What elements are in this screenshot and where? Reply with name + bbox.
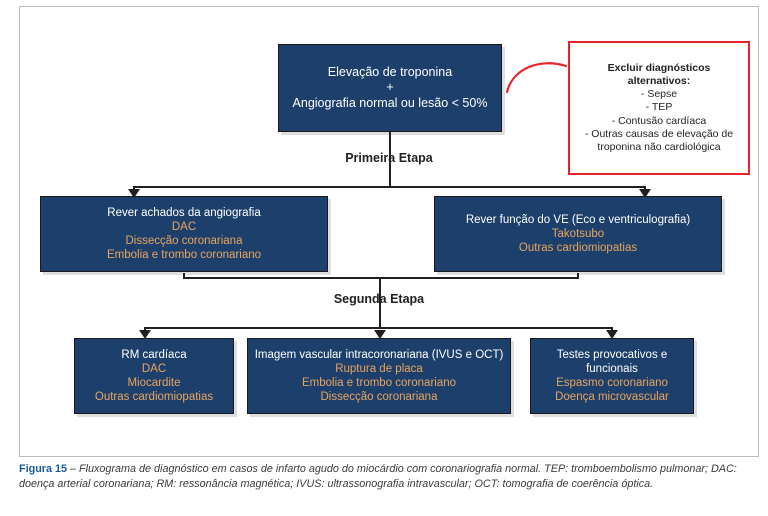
box-rever-funcao-ve-sub-1: Outras cardiomiopatias: [518, 242, 638, 254]
box-rever-angiografia: Rever achados da angiografia DAC Dissecç…: [40, 196, 328, 272]
box-rever-funcao-ve-header: Rever função do VE (Eco e ventriculograf…: [465, 213, 691, 226]
stage2-drop-left: [144, 327, 146, 331]
start-box-line3: Angiografia normal ou lesão < 50%: [292, 95, 488, 110]
caption-body: Fluxograma de diagnóstico em casos de in…: [19, 463, 737, 491]
box-imagem-vascular: Imagem vascular intracoronariana (IVUS e…: [247, 338, 511, 414]
stage2-trunk-line: [379, 277, 381, 328]
stage1-left-drop: [133, 186, 135, 190]
stage-label-first: Primeira Etapa: [345, 151, 433, 165]
stage2-right-arrow-icon: [606, 330, 618, 339]
box-rever-funcao-ve: Rever função do VE (Eco e ventriculograf…: [434, 196, 722, 272]
stage1-left-arrow-icon: [128, 189, 140, 198]
exclusion-item-0: - Sepse: [640, 88, 678, 101]
box-testes-provocativos-sub-0: Espasmo coronariano: [556, 377, 668, 389]
stage1-right-drop: [644, 186, 646, 190]
figure-caption: Figura 15 – Fluxograma de diagnóstico em…: [19, 462, 759, 493]
box-rever-angiografia-sub-1: Dissecção coronariana: [125, 235, 243, 247]
exclusion-item-3: - Outras causas de elevação de: [584, 127, 734, 140]
figure-number: Figura 15: [19, 463, 68, 475]
exclusion-box: Excluir diagnósticos alternativos: - Sep…: [568, 41, 750, 175]
box-rever-angiografia-sub-2: Embolia e trombo coronariano: [106, 249, 262, 262]
stage2-distribution-bar: [144, 327, 612, 329]
stage2-left-riser: [183, 273, 185, 279]
start-box-line1: Elevação de troponina: [327, 65, 453, 80]
stage-label-second: Segunda Etapa: [333, 292, 425, 306]
box-testes-provocativos: Testes provocativos e funcionais Espasmo…: [530, 338, 694, 414]
stage2-collector-bar: [183, 277, 579, 279]
box-imagem-vascular-sub-0: Ruptura de placa: [335, 362, 423, 375]
box-testes-provocativos-header2: funcionais: [586, 362, 638, 375]
box-imagem-vascular-header: Imagem vascular intracoronariana (IVUS e…: [254, 348, 504, 361]
box-rm-cardiaca-header: RM cardíaca: [121, 348, 187, 361]
box-imagem-vascular-sub-2: Dissecção coronariana: [320, 391, 438, 404]
stage1-trunk-line: [389, 132, 391, 187]
stage1-distribution-bar: [133, 186, 645, 188]
exclusion-title-line2: alternativos:: [627, 74, 691, 87]
start-box-line2: +: [386, 80, 394, 95]
stage2-center-arrow-icon: [374, 330, 386, 339]
box-rm-cardiaca-sub-2: Outras cardiomiopatias: [94, 391, 214, 404]
box-rm-cardiaca-sub-0: DAC: [141, 362, 167, 375]
exclusion-item-2: - Contusão cardíaca: [611, 114, 707, 127]
box-rever-angiografia-sub-0: DAC: [171, 220, 197, 233]
exclusion-title-line1: Excluir diagnósticos: [607, 61, 711, 74]
box-testes-provocativos-sub-1: Doença microvascular: [555, 391, 669, 404]
box-imagem-vascular-sub-1: Embolia e trombo coronariano: [301, 377, 457, 389]
start-box: Elevação de troponina + Angiografia norm…: [278, 44, 502, 132]
exclusion-item-4: troponina não cardiológica: [597, 141, 721, 154]
stage2-right-riser: [577, 273, 579, 279]
box-rm-cardiaca-sub-1: Miocardite: [127, 377, 181, 389]
box-testes-provocativos-header: Testes provocativos e: [556, 348, 668, 361]
stage2-left-arrow-icon: [139, 330, 151, 339]
caption-dash: –: [67, 463, 80, 475]
box-rm-cardiaca: RM cardíaca DAC Miocardite Outras cardio…: [74, 338, 234, 414]
box-rever-funcao-ve-sub-0: Takotsubo: [551, 227, 605, 240]
box-rever-angiografia-header: Rever achados da angiografia: [107, 206, 261, 219]
stage2-drop-right: [611, 327, 613, 331]
exclusion-item-1: - TEP: [645, 101, 673, 114]
stage1-right-arrow-icon: [639, 189, 651, 198]
